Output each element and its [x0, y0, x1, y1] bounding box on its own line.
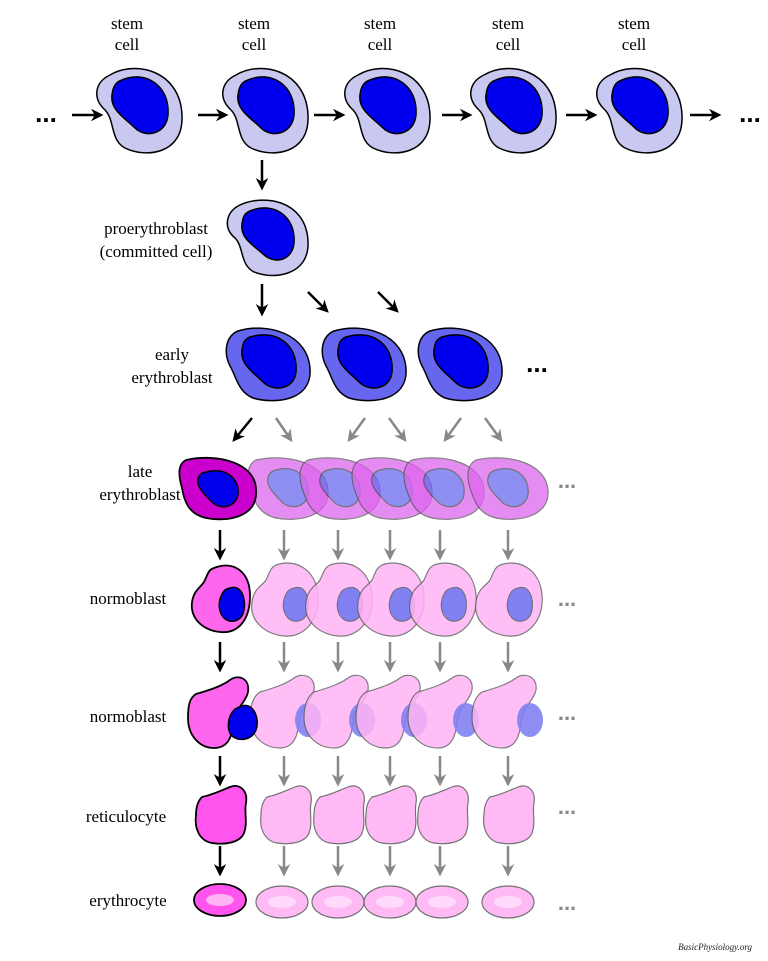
- early-erythroblast-label: early: [155, 345, 189, 364]
- normoblast-faded-1: [251, 562, 319, 637]
- late-erythroblast-faded-5: [467, 457, 549, 520]
- erythrocyte-label: erythrocyte: [89, 891, 166, 910]
- reticulocyte-label: reticulocyte: [86, 807, 166, 826]
- late-erythroblast-label-b: erythroblast: [99, 485, 180, 504]
- arrows-normo-to-reticulocyte: [213, 756, 515, 787]
- proerythroblast-row: proerythroblast (committed cell): [100, 160, 399, 317]
- arrow-to-early-3: [377, 291, 399, 313]
- reticulocyte-faded-2: [313, 785, 365, 845]
- reticulocyte-faded-4: [417, 785, 469, 845]
- normoblast-row-2: normoblast ...: [90, 674, 576, 749]
- early-erythroblast-cell-3: [417, 327, 503, 402]
- stem-cell-3: [344, 67, 431, 154]
- normoblast-extruding-main: [187, 676, 258, 749]
- reticulocyte-row: reticulocyte ...: [86, 785, 576, 845]
- erythrocyte-faded-5: [481, 885, 535, 919]
- proerythroblast-label: proerythroblast: [104, 219, 208, 238]
- ellipsis-right: ...: [739, 98, 761, 128]
- stem-cell-label-3: stem: [364, 14, 396, 33]
- stem-cell-label-5b: cell: [622, 35, 647, 54]
- ellipsis-normoblast-2: ...: [558, 700, 576, 725]
- ellipsis-left: ...: [35, 98, 57, 128]
- arrow-early-late-3: [347, 417, 367, 443]
- normoblast-faded-4: [409, 562, 477, 637]
- ellipsis-early: ...: [526, 348, 548, 378]
- late-erythroblast-faded-4: [403, 457, 485, 520]
- stem-cell-label-4b: cell: [496, 35, 521, 54]
- reticulocyte-faded-3: [365, 785, 417, 845]
- arrows-retic-to-erythrocyte: [213, 846, 515, 877]
- stem-cell-1: [96, 67, 183, 154]
- ellipsis-late: ...: [558, 468, 576, 493]
- early-erythroblast-row: early erythroblast ...: [131, 327, 548, 402]
- early-erythroblast-cell-1: [225, 327, 311, 402]
- reticulocyte-faded-1: [260, 785, 312, 845]
- stem-cell-5: [596, 67, 683, 154]
- stem-cell-label-4: stem: [492, 14, 524, 33]
- proerythroblast-label-b: (committed cell): [100, 242, 213, 261]
- arrow-early-late-2: [274, 417, 293, 443]
- ellipsis-normoblast-1: ...: [558, 586, 576, 611]
- arrow-early-late-4: [387, 417, 407, 443]
- normoblast-faded-2: [305, 562, 373, 637]
- erythrocyte-faded-3: [363, 885, 417, 919]
- stem-cell-2: [222, 67, 309, 154]
- proerythroblast-cell: [226, 199, 309, 277]
- arrow-early-late-6: [483, 417, 503, 443]
- stem-cell-label-1: stem: [111, 14, 143, 33]
- normoblast-label-2: normoblast: [90, 707, 167, 726]
- normoblast-faded-5: [475, 562, 543, 637]
- early-erythroblast-cell-2: [321, 327, 407, 402]
- arrows-normo-to-normo: [213, 642, 515, 673]
- credit-text: BasicPhysiology.org: [678, 942, 752, 952]
- stem-cell-label-2b: cell: [242, 35, 267, 54]
- erythrocyte-faded-1: [255, 885, 309, 919]
- stem-cell-4: [470, 67, 557, 154]
- reticulocyte-main: [194, 785, 248, 845]
- stem-cell-label-1b: cell: [115, 35, 140, 54]
- erythrocyte-faded-2: [311, 885, 365, 919]
- normoblast-row-1: normoblast ...: [90, 562, 576, 637]
- stem-cell-label-2: stem: [238, 14, 270, 33]
- normoblast-label-1: normoblast: [90, 589, 167, 608]
- late-erythroblast-label: late: [128, 462, 153, 481]
- normoblast-main-1: [190, 564, 251, 633]
- reticulocyte-faded-5: [483, 785, 535, 845]
- late-erythroblast-main: [178, 456, 257, 521]
- ellipsis-reticulocyte: ...: [558, 794, 576, 819]
- erythrocyte-main: [193, 883, 247, 917]
- arrow-early-late-main: [232, 417, 253, 442]
- erythrocyte-faded-4: [415, 885, 469, 919]
- arrow-to-early-2: [307, 291, 329, 313]
- arrow-early-late-5: [443, 417, 463, 443]
- late-erythroblast-row: late erythroblast ...: [99, 456, 576, 521]
- early-erythroblast-label-b: erythroblast: [131, 368, 212, 387]
- arrows-early-to-late: [232, 417, 503, 443]
- stem-cell-label-5: stem: [618, 14, 650, 33]
- normoblast-extruding-faded-5: [471, 674, 543, 749]
- stem-cell-row: stem cell stem cell stem cell stem cell …: [35, 14, 761, 154]
- stem-cell-label-3b: cell: [368, 35, 393, 54]
- ellipsis-erythrocyte: ...: [558, 890, 576, 915]
- arrows-late-to-normoblast: [213, 530, 515, 561]
- erythrocyte-row: erythrocyte ...: [89, 883, 576, 919]
